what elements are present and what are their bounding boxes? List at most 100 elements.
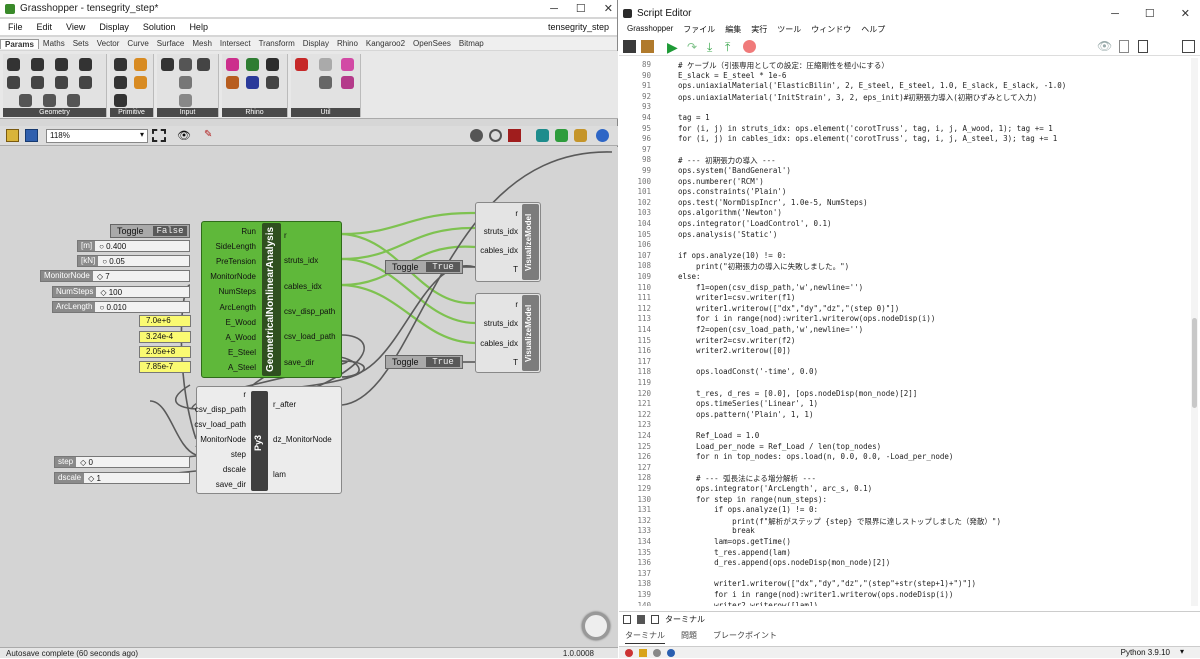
tab-maths[interactable]: Maths (42, 39, 65, 48)
tab-breakpoints[interactable]: ブレークポイント (713, 631, 777, 640)
component-visualize-model-1[interactable]: VisualizeModel r struts_idx cables_idx T (475, 202, 541, 282)
arrow-right-icon[interactable] (319, 76, 332, 89)
toggle-visualize-1[interactable]: Toggle True (385, 260, 463, 274)
navigation-compass-icon[interactable] (582, 612, 610, 640)
util-bulb-icon[interactable] (341, 76, 354, 89)
vector-param-icon[interactable] (67, 94, 80, 107)
code-line[interactable]: writer2=csv.writer(f2) (678, 335, 796, 345)
tab-surface[interactable]: Surface (156, 39, 185, 48)
code-line[interactable]: ops.system('BandGeneral') (678, 166, 791, 175)
input-cables-idx[interactable]: cables_idx (480, 246, 518, 255)
panel-e-wood[interactable]: 7.0e+6 (139, 315, 191, 327)
component-py3[interactable]: Py3 r csv_disp_path csv_load_path Monito… (194, 386, 342, 494)
step-over-icon[interactable]: ↷ (687, 40, 698, 54)
code-line[interactable]: ops.analysis('Static') (678, 229, 778, 239)
input-monitornode[interactable]: MonitorNode (210, 272, 256, 281)
slider-pretension[interactable]: [kN] ○ 0.05 (77, 255, 190, 267)
code-line[interactable]: t_res, d_res = [0.0], [ops.nodeDisp(mon_… (678, 388, 918, 398)
code-line[interactable]: for i in range(nod):writer1.writerow(ops… (678, 314, 936, 324)
field-param-icon[interactable] (79, 58, 92, 71)
display-mode2-icon[interactable] (555, 129, 568, 142)
panel-a-steel[interactable]: 7.85e-7 (139, 361, 191, 373)
brep-param-icon[interactable] (7, 76, 20, 89)
step-into-icon[interactable]: ⤓ (707, 40, 713, 54)
code-line[interactable]: t_res.append(lam) (678, 547, 791, 557)
tab-bitmap[interactable]: Bitmap (458, 39, 484, 48)
code-line[interactable]: break (678, 526, 755, 536)
zoom-extents-icon[interactable] (152, 129, 166, 142)
clipboard-icon[interactable] (1138, 40, 1148, 53)
menu-edit[interactable]: Edit (36, 22, 53, 32)
component-visualize-model-2[interactable]: VisualizeModel r struts_idx cables_idx T (475, 293, 541, 373)
stop-icon[interactable] (743, 40, 756, 53)
component-geometrical-nonlinear-analysis[interactable]: GeometricalNonlinearAnalysis Run SideLen… (201, 221, 342, 378)
step-out-icon[interactable]: ⤒ (725, 40, 731, 54)
code-line[interactable]: print(f"解析がステップ {step} で限界に達しストップしました（発散… (678, 516, 1001, 526)
code-line[interactable]: for n in top_nodes: ops.load(n, 0.0, 0.0… (678, 452, 954, 462)
input-numsteps[interactable]: NumSteps (218, 287, 256, 296)
open-file-icon[interactable] (6, 129, 19, 142)
code-line[interactable]: ops.numberer('RCM') (678, 176, 764, 186)
input-a-steel[interactable]: A_Steel (227, 363, 256, 372)
close-icon[interactable]: ✕ (1180, 8, 1190, 20)
node-canvas[interactable]: Toggle False [m] ○ 0.400 [kN] ○ 0.05 Mon… (0, 147, 618, 647)
number-param-icon[interactable] (114, 94, 127, 107)
code-line[interactable]: print("初期張力の導入に失敗しました。") (678, 262, 850, 272)
rhino-hex-icon[interactable] (226, 76, 239, 89)
code-line[interactable]: writer2.writerow([0]) (678, 346, 791, 356)
input-arclength[interactable]: ArcLength (219, 303, 256, 312)
slider-step[interactable]: step ◇ 0 (54, 456, 190, 468)
line-param-icon[interactable] (31, 76, 44, 89)
rhino-globe-icon[interactable] (246, 76, 259, 89)
output-csv-disp-path[interactable]: csv_disp_path (284, 307, 336, 316)
package-icon[interactable] (641, 40, 654, 53)
menu-tools[interactable]: ツール (777, 25, 802, 34)
copy-icon[interactable] (623, 615, 631, 624)
boolean-param-icon[interactable] (114, 58, 127, 71)
code-line[interactable]: f2=open(csv_load_path,'w',newline='') (678, 325, 864, 334)
input-r[interactable]: r (515, 209, 518, 218)
util-wire-icon[interactable] (319, 58, 332, 71)
cherry-icon[interactable] (295, 58, 308, 71)
panel-split-icon[interactable] (1182, 40, 1195, 53)
tab-rhino[interactable]: Rhino (336, 39, 358, 48)
input-e-wood[interactable]: E_Wood (225, 318, 256, 327)
code-line[interactable]: ops.pattern('Plain', 1, 1) (678, 409, 814, 419)
code-line[interactable]: Load_per_node = Ref_Load / len(top_nodes… (678, 441, 882, 451)
run-icon[interactable]: ▶ (667, 39, 678, 55)
code-line[interactable]: for i in range(nod):writer1.writerow(ops… (678, 590, 954, 599)
code-line[interactable]: ops.test('NormDispIncr', 1.0e-5, NumStep… (678, 197, 868, 207)
rhino-mesh-icon[interactable] (246, 58, 259, 71)
output-csv-load-path[interactable]: csv_load_path (284, 332, 336, 341)
tab-terminal[interactable]: ターミナル (625, 630, 665, 644)
python-version-chevron-icon[interactable]: ▾ (1179, 647, 1184, 656)
menu-file[interactable]: File (8, 22, 23, 32)
output-struts-idx[interactable]: struts_idx (284, 256, 319, 265)
comment-icon[interactable] (1119, 40, 1129, 53)
slider-numsteps[interactable]: NumSteps ◇ 100 (52, 286, 190, 298)
code-line[interactable]: E_slack = E_steel * 1e-6 (678, 70, 787, 80)
code-line[interactable]: else: (678, 272, 701, 281)
menu-edit[interactable]: 編集 (725, 25, 742, 34)
input-r[interactable]: r (515, 300, 518, 309)
slider-monitornode[interactable]: MonitorNode ◇ 7 (40, 270, 190, 282)
hexagon-param-icon[interactable] (7, 58, 20, 71)
maximize-icon[interactable]: ☐ (1144, 8, 1155, 20)
rhino-plus-icon[interactable] (226, 58, 239, 71)
minimize-icon[interactable]: ─ (1111, 7, 1119, 20)
output-lam[interactable]: lam (273, 470, 286, 479)
output-r-after[interactable]: r_after (273, 400, 297, 409)
maximize-icon[interactable]: ☐ (575, 3, 586, 15)
code-line[interactable]: ops.uniaxialMaterial('ElasticBilin', 2, … (678, 81, 1067, 91)
code-line[interactable]: Ref_Load = 1.0 (678, 431, 760, 440)
save-file-icon[interactable] (25, 129, 38, 142)
input-sidelength[interactable]: SideLength (215, 242, 256, 251)
code-line[interactable]: f1=open(csv_disp_path,'w',newline='') (678, 282, 864, 292)
gradient-input-icon[interactable] (179, 94, 192, 107)
text-param-icon[interactable] (134, 76, 147, 89)
flask-icon[interactable] (341, 58, 354, 71)
tab-opensees[interactable]: OpenSees (413, 39, 451, 48)
preview-selected-icon[interactable] (508, 129, 521, 142)
input-t[interactable]: T (513, 358, 518, 367)
tab-vector[interactable]: Vector (96, 39, 120, 48)
